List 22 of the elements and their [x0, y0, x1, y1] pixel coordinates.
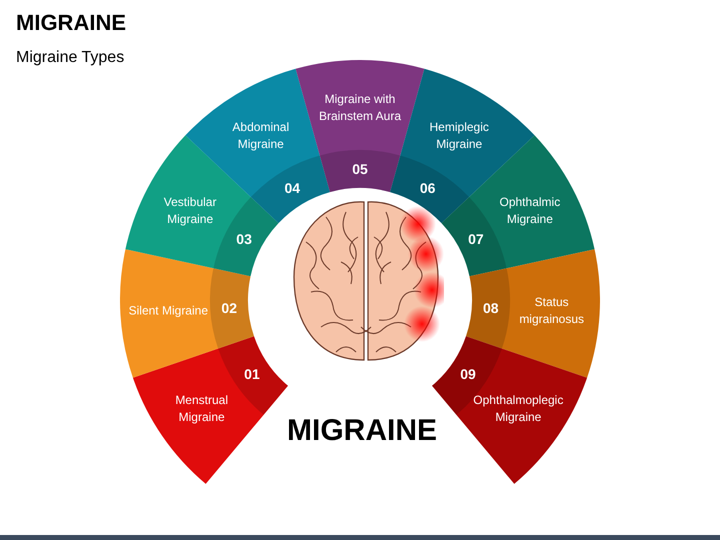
segment-number: 08 [482, 300, 500, 315]
segment-label: Ophthalmic Migraine [498, 194, 562, 228]
segment-label: Menstrual Migraine [174, 392, 229, 426]
segment-number: 03 [235, 232, 253, 246]
segment-number: 02 [220, 300, 238, 315]
ring-segment [132, 336, 289, 484]
subtitle: Migraine Types [16, 50, 124, 66]
segment-number: 09 [459, 367, 477, 382]
segment-number: 05 [351, 162, 369, 176]
segment-number: 06 [418, 180, 436, 195]
segment-label: Status migrainosus [518, 294, 586, 328]
title: MIGRAINE [16, 12, 126, 34]
segment-label: Ophthalmoplegic Migraine [472, 392, 564, 426]
center-title: MIGRAINE [286, 416, 438, 446]
segment-label: Silent Migraine [128, 302, 209, 320]
segment-label: Migraine with Brainstem Aura [318, 91, 402, 125]
segment-number: 07 [467, 232, 485, 246]
segment-number: 04 [284, 180, 302, 195]
segment-label: Abdominal Migraine [231, 118, 290, 153]
segment-number: 01 [243, 367, 261, 382]
segment-label: Vestibular Migraine [162, 194, 218, 228]
segment-label: Hemiplegic Migraine [428, 118, 490, 153]
